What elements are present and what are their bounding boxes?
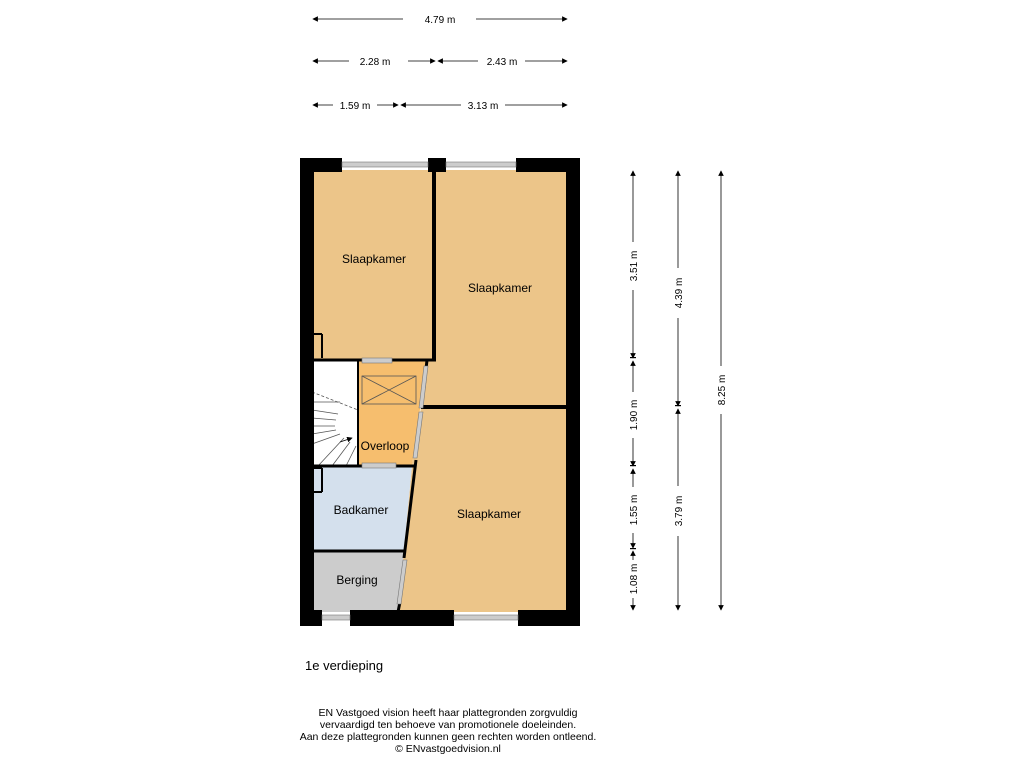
right-dimension-ticks	[630, 357, 681, 550]
room-label-berging: Berging	[336, 573, 377, 587]
door-slaapkamer-2	[418, 365, 429, 409]
dim-rest-width: 3.13 m	[468, 101, 499, 112]
door-berging	[396, 559, 408, 605]
disclaimer-line-4: © ENvastgoedvision.nl	[395, 743, 501, 755]
room-label-slaapkamer-2: Slaapkamer	[468, 281, 532, 295]
interior-walls	[312, 170, 566, 613]
room-label-overloop: Overloop	[361, 439, 410, 453]
dim-total-width: 4.79 m	[425, 15, 456, 26]
hatch-icon	[361, 375, 417, 405]
staircase	[311, 391, 359, 467]
door-badkamer	[361, 462, 397, 469]
exterior-walls	[300, 158, 580, 626]
room-berging	[312, 550, 404, 612]
door-slaapkamer-3	[412, 411, 424, 459]
floor-name: 1e verdieping	[305, 658, 384, 673]
window-top-right	[445, 161, 517, 168]
windows	[321, 161, 519, 621]
window-bottom-right	[453, 614, 519, 621]
room-label-slaapkamer-3: Slaapkamer	[457, 507, 521, 521]
dim-total-height: 8.25 m	[717, 375, 728, 406]
room-slaapkamer-1	[312, 170, 436, 360]
disclaimer-line-1: EN Vastgoed vision heeft haar plattegron…	[318, 707, 578, 719]
dim-right-width: 2.43 m	[487, 57, 518, 68]
door-slaapkamer-1	[361, 357, 393, 364]
dim-left-width: 2.28 m	[360, 57, 391, 68]
dim-berging-height: 1.08 m	[629, 564, 640, 595]
room-slaapkamer-3	[398, 407, 566, 612]
disclaimer-line-3: Aan deze plattegronden kunnen geen recht…	[299, 731, 597, 743]
room-label-badkamer: Badkamer	[334, 503, 389, 517]
doors	[361, 357, 429, 605]
dim-overloop-height: 1.90 m	[629, 400, 640, 431]
dim-upper-height: 4.39 m	[674, 278, 685, 309]
window-bottom-left	[321, 614, 351, 621]
dim-badkamer-height: 1.55 m	[629, 495, 640, 526]
dim-stair-width: 1.59 m	[340, 101, 371, 112]
dim-slaapkamer-height: 3.51 m	[629, 251, 640, 282]
top-dimensions	[312, 16, 568, 108]
room-badkamer	[312, 466, 412, 550]
room-label-slaapkamer-1: Slaapkamer	[342, 252, 406, 266]
room-overloop	[358, 360, 427, 466]
dim-lower-height: 3.79 m	[674, 496, 685, 527]
disclaimer-line-2: vervaardigd ten behoeve van promotionele…	[319, 719, 577, 731]
stairwell	[312, 360, 358, 466]
disclaimer: EN Vastgoed vision heeft haar plattegron…	[248, 707, 648, 755]
room-slaapkamer-2	[421, 170, 566, 407]
floor-plan: Slaapkamer Slaapkamer Slaapkamer Overloo…	[300, 15, 728, 626]
right-dimensions	[630, 170, 724, 611]
window-top-left	[341, 161, 429, 168]
